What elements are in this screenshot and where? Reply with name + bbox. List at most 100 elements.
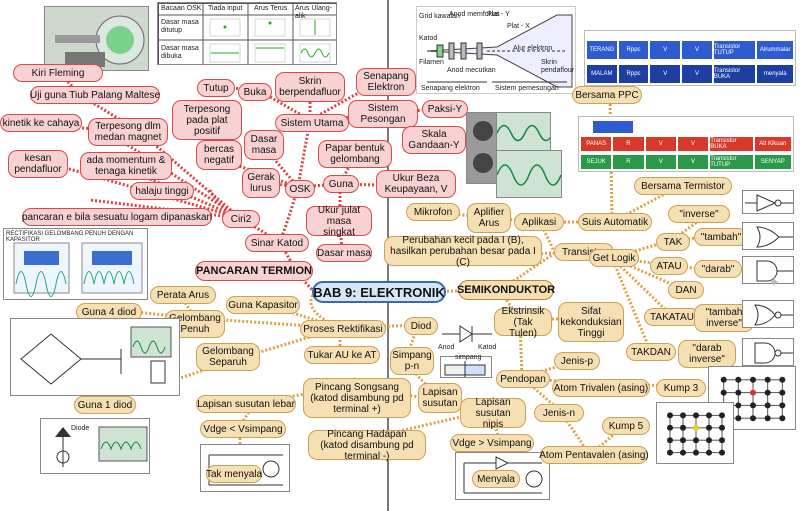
forward-bias-circuit: [455, 452, 550, 500]
osk-screen-2: [496, 150, 562, 198]
osk-knob-photo: [466, 112, 498, 184]
node-skrin: Skrin berpendafluor: [275, 72, 345, 102]
therm-row2-cell-3: V: [677, 155, 709, 169]
lattice-atom: [680, 449, 686, 456]
lattice-atom: [680, 424, 686, 431]
lattice-atom: [719, 412, 725, 419]
node-kesan: kesan pendafluor: [8, 150, 68, 178]
crt-label-grid: Grid kawalan: [419, 13, 460, 20]
osk-table-row-1: Dasar masa dibuka: [161, 45, 199, 60]
node-tak: TAK: [656, 233, 690, 251]
crt-label-senapang: Senapang elektron: [421, 85, 480, 92]
lattice-atom: [693, 412, 699, 419]
osk-table-row-0: Dasar masa ditutup: [161, 19, 199, 34]
node-halaju: halaju tinggi: [130, 182, 194, 200]
root-title: BAB 9: ELEKTRONIK: [312, 281, 446, 303]
node-skala: Skala Gandaan-Y: [402, 126, 466, 154]
lattice-atom: [693, 424, 699, 431]
lattice-atom: [667, 412, 673, 419]
crt-label-anod-memecut: Anod mecutkan: [447, 67, 496, 74]
node-inverse: "inverse": [668, 205, 730, 223]
thermistor-circuit-table: PANAS R V V Transistor BUKA Alt Kikuan S…: [578, 116, 794, 172]
ppc-row1-cell-5: Alrummalar: [757, 41, 794, 59]
crt-label-sistem: Sistem pemesongan: [495, 85, 559, 92]
node-kiri-fleming: Kiri Fleming: [13, 64, 103, 82]
crt-label-alur: Alur elektron: [513, 45, 553, 52]
node-vdge-gt: Vdge > Vsimpang: [450, 434, 534, 452]
lattice-atom: [735, 415, 742, 422]
node-diod: Diod: [404, 317, 438, 335]
or-gate-icon: [742, 222, 794, 250]
node-terpesong-magnet: Terpesong dlm medan magnet: [88, 118, 168, 146]
crt-label-filamen: Filamen: [419, 59, 444, 66]
diode-label: Diode: [71, 425, 90, 432]
lattice-atom: [779, 389, 786, 396]
therm-row1-cell-3: V: [677, 137, 709, 151]
diode-katod-label: Katod: [478, 344, 497, 351]
node-suis: Suis Automatik: [578, 213, 652, 231]
node-sifat: Sifat kekonduksian Tinggi: [558, 302, 624, 342]
watermark: ✦: [768, 274, 780, 290]
node-vdge-lt: Vdge < Vsimpang: [200, 420, 286, 438]
node-gel-separuh: Gelombang Separuh: [196, 343, 260, 371]
n-type-lattice: [656, 402, 734, 464]
node-pincang-songsang: Pincang Songsang (katod disambung pd ter…: [303, 378, 411, 418]
p-type-lattice: [708, 366, 796, 430]
node-atom-trivalen: Atom Trivalen (asing): [552, 379, 650, 397]
lattice-atom: [764, 402, 771, 409]
node-sistem-utama: Sistem Utama: [275, 114, 349, 132]
node-simpang: Simpang p-n: [390, 347, 434, 375]
node-lapisan-lebar: Lapisan susutan lebar: [196, 395, 296, 413]
node-aplikasi: Aplikasi: [514, 213, 564, 231]
node-mikrofon: Mikrofon: [406, 203, 460, 221]
node-darab: "darab": [694, 260, 742, 278]
lattice-atom: [720, 376, 727, 383]
therm-row2-cell-1: R: [613, 155, 644, 169]
ppc-row2-cell-1: Rppc: [618, 65, 649, 83]
lattice-atom: [667, 424, 673, 431]
lattice-atom: [693, 449, 699, 456]
lattice-atom: [706, 437, 712, 444]
and-gate-icon: [742, 256, 794, 284]
node-jenis-p: Jenis-p: [554, 352, 600, 370]
therm-row1-cell-1: R: [613, 137, 644, 151]
node-senapang: Senapang Elektron: [356, 68, 416, 96]
crt-label-plat-y: Plat - Y: [487, 11, 510, 18]
therm-row1-cell-0: PANAS: [581, 137, 612, 151]
lattice-atom: [750, 415, 756, 422]
lattice-atom: [667, 437, 673, 444]
node-guna1: Guna 1 diod: [74, 396, 136, 414]
node-get-logik: Get Logik: [589, 249, 639, 267]
full-wave-circuit: [10, 318, 180, 396]
lattice-atom: [735, 389, 742, 396]
node-momentum: ada momentum & tenaga kinetik: [80, 152, 172, 180]
node-pancaran-e: pancaran e bila sesuatu logam dipanaskan: [22, 208, 212, 226]
node-tambah: "tambah": [694, 228, 748, 246]
node-bersama-termistor: Bersama Termistor: [634, 177, 732, 195]
diode-anod-label: Anod: [438, 344, 455, 351]
node-terpesong-plat: Terpesong pada plat positif: [172, 100, 242, 140]
lattice-atom: [667, 449, 673, 456]
ppc-row2-cell-5: menyala: [757, 65, 794, 83]
node-sistem-pesongan: Sistem Pesongan: [348, 100, 418, 128]
osk-table-header-0: Bacaan OSK: [161, 5, 202, 12]
nor-gate-icon: [742, 300, 794, 328]
rectification-graph: RECTIFIKASI GELOMBANG PENUH DENGAN KAPAS…: [3, 228, 148, 300]
node-ekstrinsik: Ekstrinsik (Tak Tulen): [494, 306, 552, 339]
node-dasar-masa: Dasar masa: [244, 130, 284, 160]
lattice-atom: [779, 402, 786, 409]
ppc-row1-cell-4: Transistor TUTUP: [713, 41, 756, 59]
rect-graph-title: RECTIFIKASI GELOMBANG PENUH DENGAN KAPAS…: [6, 231, 134, 243]
crt-label-skrin: Skrin pendaflour: [541, 59, 575, 74]
lattice-atom: [735, 402, 742, 409]
therm-row2-cell-2: V: [645, 155, 676, 169]
osk-table-header-1: Tiada input: [208, 5, 243, 12]
crt-label-plat-x: Plat - X: [507, 23, 530, 30]
lattice-atom: [750, 389, 756, 396]
therm-row1-cell-2: V: [645, 137, 676, 151]
lattice-atom: [719, 424, 725, 431]
node-bercas: bercas negatif: [196, 140, 242, 170]
lattice-atom: [750, 376, 756, 383]
lattice-atom: [779, 376, 786, 383]
node-paksi-y: Paksi-Y: [422, 100, 468, 118]
